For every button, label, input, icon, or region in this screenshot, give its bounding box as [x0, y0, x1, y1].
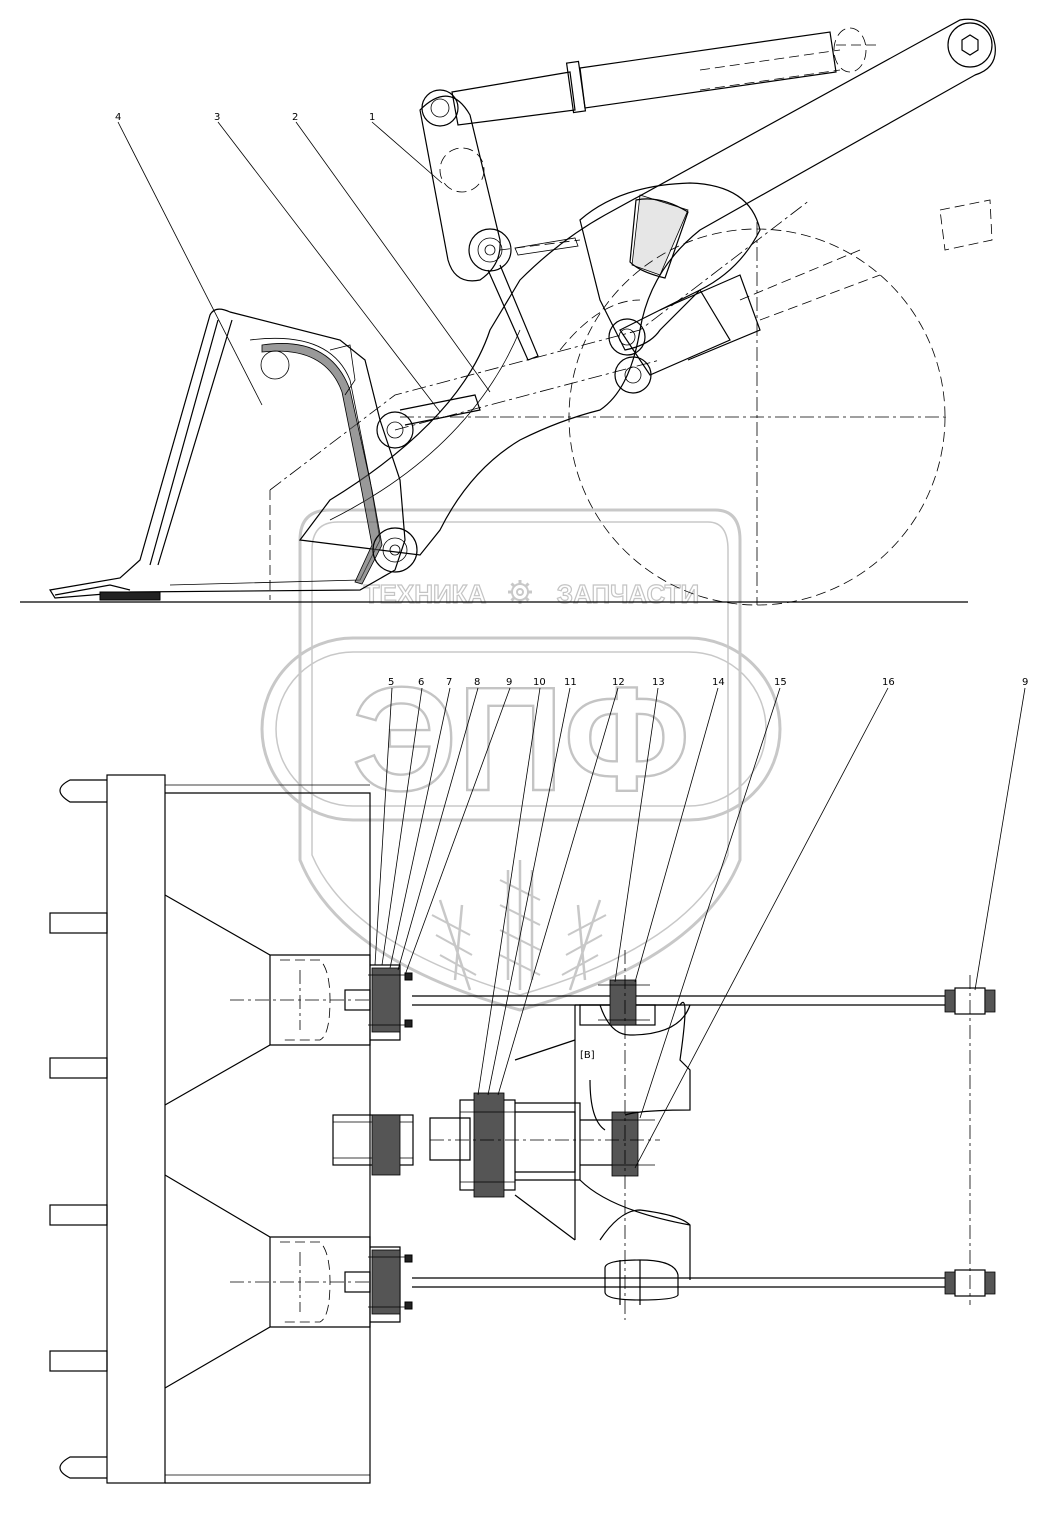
callout-15: 15	[774, 677, 787, 688]
callout-9-right: 9	[1022, 677, 1028, 688]
callout-8: 8	[474, 677, 480, 688]
bottom-callouts: 5 6 7 8 9 10 11 12 13 14 15 16 9	[374, 677, 1028, 1169]
callout-11: 11	[564, 677, 577, 688]
watermark-shield	[298, 508, 742, 1012]
callout-10: 10	[533, 677, 546, 688]
side-elevation-view: 4 3 2 1	[20, 18, 996, 606]
watermark: ТЕХНИКА ЗАПЧАСТИ ЭПФ	[260, 508, 782, 1012]
callout-1: 1	[369, 112, 375, 123]
watermark-big-letters: ЭПФ	[352, 657, 690, 822]
callout-14: 14	[712, 677, 725, 688]
wheat-icon	[431, 860, 607, 991]
callout-9-left: 9	[506, 677, 512, 688]
callout-3: 3	[214, 112, 220, 123]
gear-icon	[508, 580, 532, 604]
watermark-band	[260, 636, 782, 822]
callout-5: 5	[388, 677, 394, 688]
watermark-line1: ТЕХНИКА	[364, 579, 487, 609]
callout-13: 13	[652, 677, 665, 688]
top-callouts: 4 3 2 1	[115, 112, 491, 413]
watermark-line2: ЗАПЧАСТИ	[557, 579, 700, 609]
plan-view: [B] 5 6 7 8 9 10 11 12 13 14 15	[49, 677, 1028, 1484]
callout-16: 16	[882, 677, 895, 688]
callout-12: 12	[612, 677, 625, 688]
callout-7: 7	[446, 677, 452, 688]
callout-4: 4	[115, 112, 121, 123]
frame-marker: [B]	[580, 1050, 595, 1061]
callout-2: 2	[292, 112, 298, 123]
callout-6: 6	[418, 677, 424, 688]
